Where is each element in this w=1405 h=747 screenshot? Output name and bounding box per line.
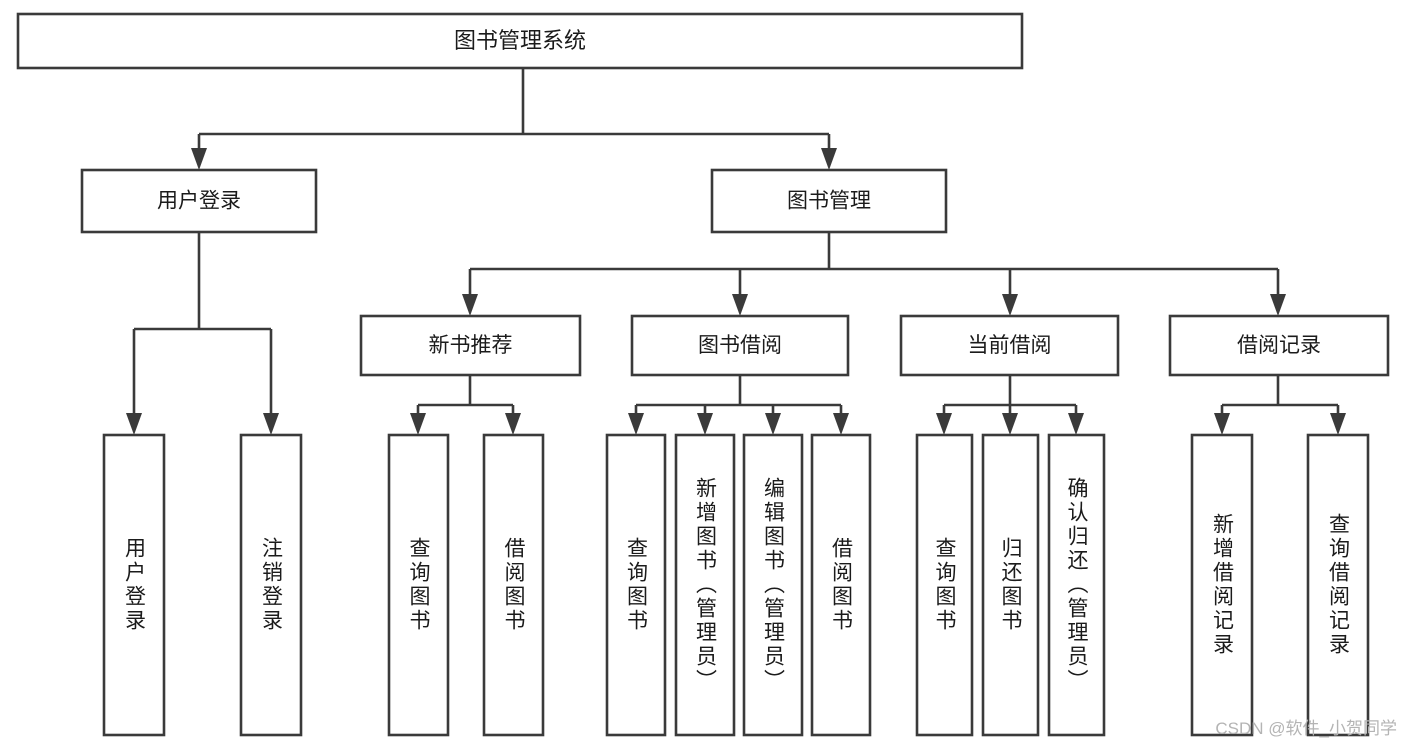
arrow-to-login-leaf-0 <box>126 413 142 435</box>
node-box-level2-1 <box>710 168 948 234</box>
arrow-to-leaf-3-1 <box>1330 413 1346 435</box>
node-box-leaf-5 <box>674 433 736 737</box>
arrow-to-leaf-1-1 <box>697 413 713 435</box>
node-box-level3-2 <box>899 314 1120 377</box>
node-box-leaf-3 <box>482 433 545 737</box>
node-box-leaf-4 <box>605 433 667 737</box>
arrow-to-leaf-0-1 <box>505 413 521 435</box>
node-label-level3-0: 新书推荐 <box>429 334 513 357</box>
arrow-to-leaf-2-1 <box>1002 413 1018 435</box>
arrow-to-leaf-1-3 <box>833 413 849 435</box>
node-box-leaf-1 <box>239 433 303 737</box>
node-box-leaf-8 <box>915 433 974 737</box>
arrow-to-level3-2 <box>1002 294 1018 316</box>
node-box-leaf-10 <box>1047 433 1106 737</box>
node-box-leaf-9 <box>981 433 1040 737</box>
watermark-text: CSDN @软件_小贺同学 <box>1215 719 1397 738</box>
node-box-level3-3 <box>1168 314 1390 377</box>
node-label-root: 图书管理系统 <box>454 28 586 53</box>
arrow-to-leaf-3-0 <box>1214 413 1230 435</box>
arrow-to-level3-3 <box>1270 294 1286 316</box>
arrow-to-leaf-1-0 <box>628 413 644 435</box>
arrow-to-level3-0 <box>462 294 478 316</box>
connectors-layer <box>126 68 1346 435</box>
node-box-leaf-6 <box>742 433 804 737</box>
arrow-to-leaf-0-0 <box>410 413 426 435</box>
node-box-level3-0 <box>359 314 582 377</box>
node-box-level2-0 <box>80 168 318 234</box>
arrow-to-level2-0 <box>191 148 207 170</box>
arrow-to-leaf-2-0 <box>936 413 952 435</box>
node-box-leaf-0 <box>102 433 166 737</box>
arrow-to-leaf-2-2 <box>1068 413 1084 435</box>
arrow-to-leaf-1-2 <box>765 413 781 435</box>
boxes-layer <box>16 12 1390 737</box>
node-box-root <box>16 12 1024 70</box>
node-box-leaf-2 <box>387 433 450 737</box>
node-box-leaf-7 <box>810 433 872 737</box>
arrow-to-level3-1 <box>732 294 748 316</box>
node-box-level3-1 <box>630 314 850 377</box>
node-label-level2-0: 用户登录 <box>157 190 241 213</box>
node-box-leaf-12 <box>1306 433 1370 737</box>
arrow-to-login-leaf-1 <box>263 413 279 435</box>
node-box-leaf-11 <box>1190 433 1254 737</box>
arrow-to-level2-1 <box>821 148 837 170</box>
node-label-level3-2: 当前借阅 <box>968 334 1052 357</box>
node-label-level2-1: 图书管理 <box>787 190 871 213</box>
node-label-level3-1: 图书借阅 <box>698 334 782 357</box>
node-label-level3-3: 借阅记录 <box>1237 334 1321 357</box>
